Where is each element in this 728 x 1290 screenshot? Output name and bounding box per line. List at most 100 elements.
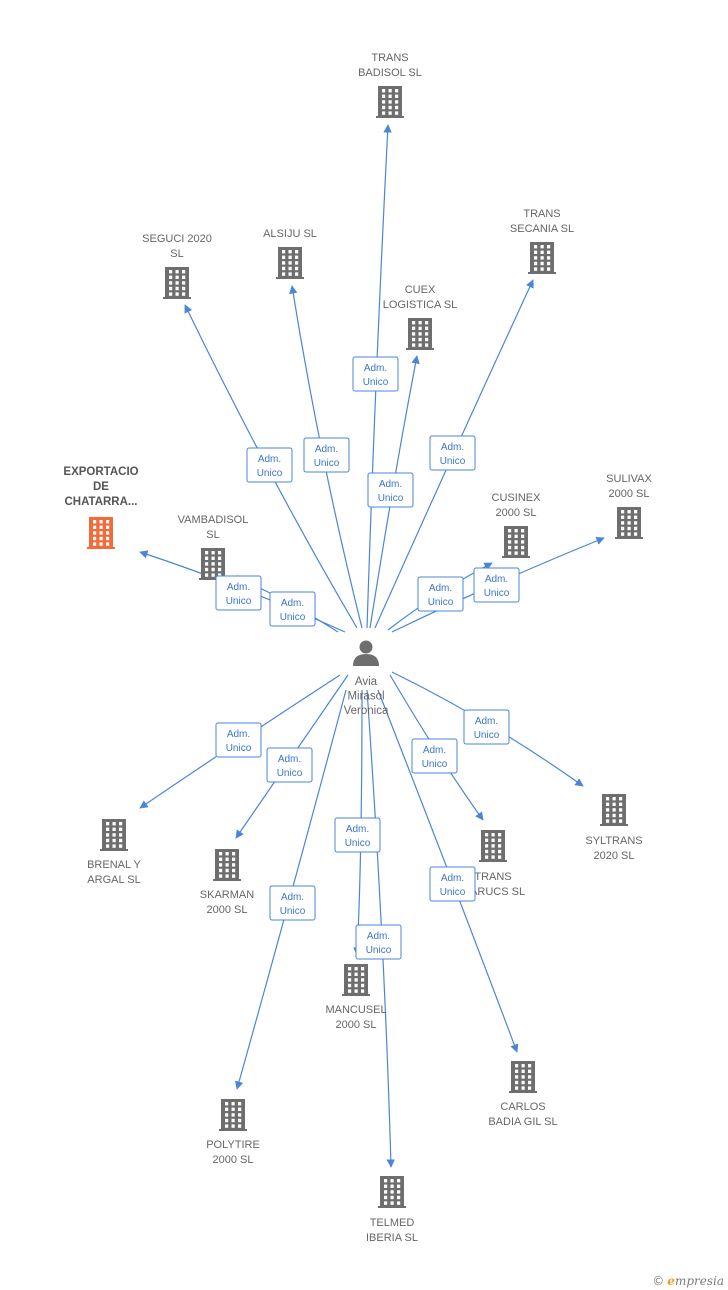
company-label: IBERIA SL [366, 1232, 418, 1244]
edge-label-line1: Adm. [423, 745, 446, 756]
building-icon [87, 517, 115, 549]
company-label: TELMED [370, 1217, 415, 1229]
company-label: BRENAL Y [87, 859, 141, 871]
copyright-symbol: © [652, 1274, 665, 1288]
edge-label-cuex-logistica[interactable]: Adm. Unico [367, 472, 414, 508]
brand-e: e [667, 1274, 675, 1288]
edge-label-telmed-iberia[interactable]: Adm.Unico [355, 924, 402, 960]
company-label: BADISOL SL [358, 67, 422, 79]
edge-label-trans-marucs[interactable]: Adm. Unico [411, 738, 458, 774]
company-label: DE [93, 481, 109, 493]
edge-label-brenal-y-argal[interactable]: Adm.Unico [215, 722, 262, 758]
edge-label-line1: Adm. [278, 754, 301, 765]
edge-label-line2: Unico [378, 493, 404, 504]
company-label: SYLTRANS [585, 835, 642, 847]
edge-label-line2: Unico [257, 468, 283, 479]
company-node-telmed-iberia[interactable]: TELMED IBERIA SL [366, 1176, 418, 1244]
company-label: 2000 SL [213, 1154, 254, 1166]
edge-label-line2: Unico [474, 730, 500, 741]
edge-label-skarman-2000[interactable]: Adm. Unico [266, 747, 313, 783]
edge-label-line2: Unico [440, 887, 466, 898]
edge-label-line2: Unico [363, 377, 389, 388]
edge-label-line2: Unico [484, 588, 510, 599]
company-label: BADIA GIL SL [488, 1116, 557, 1128]
edge-label-cusinex-2000[interactable]: Adm. Unico [417, 576, 464, 612]
company-node-trans-secania[interactable]: TRANS SECANIA SL [510, 208, 574, 274]
person-name-line: Avia [355, 676, 378, 688]
person-icon [353, 640, 379, 666]
edge-label-carlos-badia-gil[interactable]: Adm. Unico [429, 866, 476, 902]
company-label: SKARMAN [200, 889, 254, 901]
edge-label-line1: Adm. [379, 479, 402, 490]
company-node-alsiju[interactable]: ALSIJU SL [263, 228, 317, 279]
company-label: MARUCS SL [461, 886, 525, 898]
empresia-brand[interactable]: ©empresia [652, 1274, 724, 1288]
edge-label-polytire-2000[interactable]: Adm. Unico [269, 885, 316, 921]
company-node-syltrans-2020[interactable]: SYLTRANS 2020 SL [585, 794, 643, 862]
building-icon [378, 1176, 406, 1208]
company-label: EXPORTACIO [63, 466, 138, 478]
edge-label-line1: Adm. [346, 824, 369, 835]
edge-label-line2: Unico [277, 768, 303, 779]
edge-label-line2: Unico [280, 906, 306, 917]
edge-label-line1: Adm. [441, 873, 464, 884]
edge-label-vambadisol[interactable]: Adm.Unico [269, 591, 316, 627]
company-label: SECANIA SL [510, 223, 574, 235]
edge-label-line2: Unico [422, 759, 448, 770]
building-icon [502, 526, 530, 558]
edge-label-line2: Unico [226, 596, 252, 607]
edge-label-alsiju[interactable]: Adm. Unico [303, 437, 350, 473]
edge-label-line2: Unico [428, 597, 454, 608]
building-icon [615, 507, 643, 539]
edge-label-seguci-2020[interactable]: Adm. Unico [246, 447, 293, 483]
edge-label-line1: Adm. [281, 892, 304, 903]
company-node-brenal-y-argal[interactable]: BRENAL Y ARGAL SL [87, 819, 142, 886]
edge-label-line2: Unico [226, 743, 252, 754]
edge-label-trans-secania[interactable]: Adm.Unico [429, 435, 476, 471]
building-icon [342, 964, 370, 996]
edge-label-line1: Adm. [315, 444, 338, 455]
edge-label-line2: Unico [314, 458, 340, 469]
edge-label-line1: Adm. [281, 598, 304, 609]
edge-label-mancusel-2000[interactable]: Adm.Unico [334, 817, 381, 853]
company-label: CUEX [405, 284, 436, 296]
company-label: VAMBADISOL [178, 514, 249, 526]
company-label: POLYTIRE [206, 1139, 260, 1151]
company-label: SEGUCI 2020 [142, 233, 212, 245]
company-node-polytire-2000[interactable]: POLYTIRE 2000 SL [206, 1099, 260, 1166]
edge-label-line1: Adm. [364, 363, 387, 374]
company-label: SL [206, 529, 219, 541]
company-label: 2020 SL [594, 850, 635, 862]
edge-label-line1: Adm. [475, 716, 498, 727]
edge-label-trans-badisol[interactable]: Adm. Unico [352, 356, 399, 392]
edge-label-exportacio-de-chatarra[interactable]: Adm.Unico [215, 575, 262, 611]
edge-label-line1: Adm. [441, 442, 464, 453]
edge-label-line1: Adm. [429, 583, 452, 594]
edge-label-line1: Adm. [258, 454, 281, 465]
company-label: CARLOS [500, 1101, 545, 1113]
building-icon [376, 86, 404, 118]
person-name-line: Veronica [344, 705, 389, 717]
company-node-vambadisol[interactable]: VAMBADISOL SL [178, 514, 249, 580]
company-label: CHATARRA... [64, 496, 137, 508]
company-label: TRANS [523, 208, 560, 220]
person-name-line: Mirasol [347, 691, 384, 703]
edge-label-sulivax-2000[interactable]: Adm.Unico [473, 567, 520, 603]
company-node-exportacio-de-chatarra[interactable]: EXPORTACIO DE CHATARRA... [63, 466, 139, 549]
company-label: LOGISTICA SL [383, 299, 458, 311]
building-icon [213, 849, 241, 881]
company-node-carlos-badia-gil[interactable]: CARLOS BADIA GIL SL [488, 1061, 558, 1128]
edge-label-line2: Unico [366, 945, 392, 956]
edge-label-syltrans-2020[interactable]: Adm. Unico [463, 709, 510, 745]
company-label: ARGAL SL [87, 874, 140, 886]
company-node-cuex-logistica[interactable]: CUEX LOGISTICA SL [383, 284, 458, 350]
